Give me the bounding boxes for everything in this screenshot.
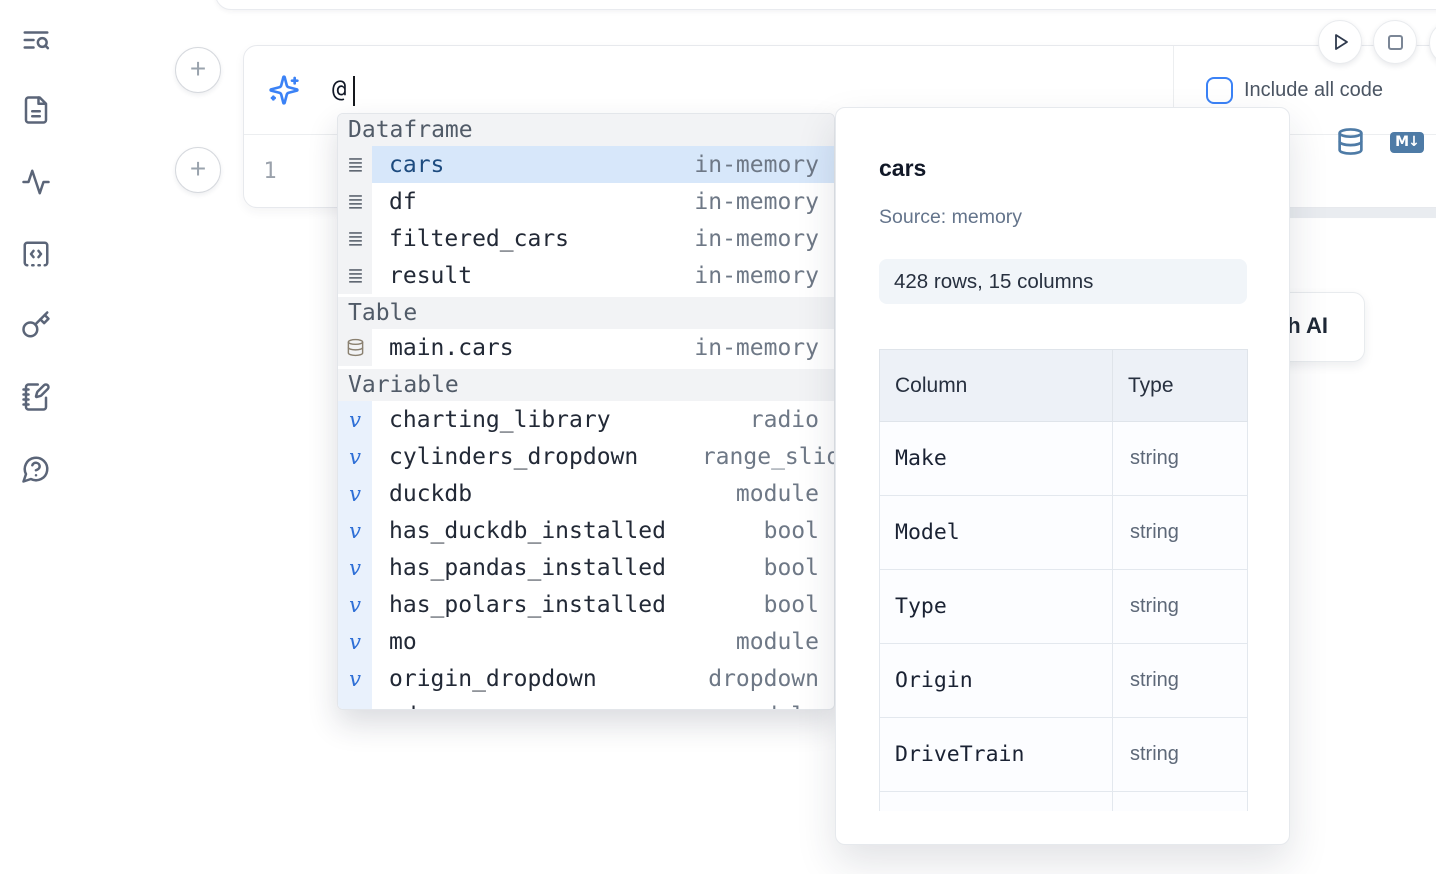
run-cell-button[interactable] <box>1318 20 1362 64</box>
include-all-code-checkbox[interactable] <box>1206 77 1233 104</box>
schema-table-wrap: Column Type Make string Model string Typ… <box>879 349 1248 811</box>
popup-stats-badge: 428 rows, 15 columns <box>879 259 1247 304</box>
section-header-variable: Variable <box>338 369 834 401</box>
column-header: Column <box>879 349 1113 422</box>
autocomplete-item-main-cars[interactable]: main.cars in-memory <box>338 329 834 366</box>
text-cursor <box>353 76 355 106</box>
autocomplete-item-filtered-cars[interactable]: filtered_cars in-memory <box>338 220 834 257</box>
dataframe-rows-icon <box>338 257 372 294</box>
code-editor-row[interactable]: 1 <box>244 136 1436 208</box>
variable-icon: v <box>338 660 372 697</box>
dataframe-rows-icon <box>338 220 372 257</box>
variable-icon: v <box>338 586 372 623</box>
schema-row: Origin string <box>879 643 1248 718</box>
output-table-header-strip <box>1282 208 1436 218</box>
dataframe-rows-icon <box>338 146 372 183</box>
variable-icon: v <box>338 697 372 709</box>
scratchpad-notebook-icon[interactable] <box>21 382 51 412</box>
section-header-dataframe: Dataframe <box>338 114 834 146</box>
add-cell-below-button[interactable]: + <box>175 147 221 193</box>
variable-icon: v <box>338 623 372 660</box>
variable-icon: v <box>338 512 372 549</box>
autocomplete-item-result[interactable]: result in-memory <box>338 257 834 294</box>
autocomplete-item-has-duckdb-installed[interactable]: v has_duckdb_installed bool <box>338 512 834 549</box>
file-text-icon[interactable] <box>21 95 51 125</box>
previous-cell-edge <box>215 0 1436 10</box>
sparkles-icon <box>268 74 300 106</box>
variable-icon: v <box>338 549 372 586</box>
schema-row: DriveTrain string <box>879 717 1248 792</box>
schema-row: Type string <box>879 569 1248 644</box>
table-database-icon <box>338 329 372 366</box>
variable-icon: v <box>338 401 372 438</box>
ai-prompt-input[interactable]: @ <box>332 75 347 103</box>
autocomplete-item-has-polars-installed[interactable]: v has_polars_installed bool <box>338 586 834 623</box>
autocomplete-item-pd[interactable]: v pd module <box>338 697 834 709</box>
section-header-table: Table <box>338 297 834 329</box>
schema-row: Make string <box>879 421 1248 496</box>
schema-row: Model string <box>879 495 1248 570</box>
popup-title: cars <box>879 155 927 181</box>
autocomplete-item-origin-dropdown[interactable]: v origin_dropdown dropdown <box>338 660 834 697</box>
with-ai-button-label: h AI <box>1287 313 1328 338</box>
prompt-divider <box>1173 46 1174 135</box>
dataframe-detail-popup: cars Source: memory 428 rows, 15 columns… <box>835 107 1290 845</box>
schema-row-partial <box>879 791 1248 811</box>
toc-search-icon[interactable] <box>21 25 51 55</box>
schema-table: Column Type Make string Model string Typ… <box>879 349 1248 811</box>
autocomplete-item-df[interactable]: df in-memory <box>338 183 834 220</box>
variable-icon: v <box>338 475 372 512</box>
add-cell-above-button[interactable]: + <box>175 47 221 93</box>
autocomplete-item-mo[interactable]: v mo module <box>338 623 834 660</box>
dataframe-rows-icon <box>338 183 372 220</box>
line-number: 1 <box>263 159 277 184</box>
autocomplete-item-charting-library[interactable]: v charting_library radio <box>338 401 834 438</box>
key-icon[interactable] <box>21 310 51 340</box>
autocomplete-item-duckdb[interactable]: v duckdb module <box>338 475 834 512</box>
help-chat-icon[interactable] <box>21 454 51 484</box>
variable-icon: v <box>338 438 372 475</box>
schema-header-row: Column Type <box>879 349 1248 422</box>
include-all-code-label[interactable]: Include all code <box>1244 79 1383 101</box>
popup-source: Source: memory <box>879 206 1023 228</box>
autocomplete-item-has-pandas-installed[interactable]: v has_pandas_installed bool <box>338 549 834 586</box>
stop-icon <box>1387 34 1403 50</box>
markdown-export-icon[interactable]: M↓ <box>1390 132 1424 153</box>
dataframe-source-icon[interactable] <box>1336 127 1365 156</box>
autocomplete-item-cars[interactable]: cars in-memory <box>338 146 834 183</box>
autocomplete-item-cylinders-dropdown[interactable]: v cylinders_dropdown range_slider <box>338 438 834 475</box>
activity-icon[interactable] <box>21 167 51 197</box>
type-header: Type <box>1112 349 1248 422</box>
stop-button[interactable] <box>1373 20 1417 64</box>
autocomplete-dropdown: Dataframe cars in-memory df in-memory fi… <box>337 113 835 710</box>
code-snippets-icon[interactable] <box>21 239 51 269</box>
